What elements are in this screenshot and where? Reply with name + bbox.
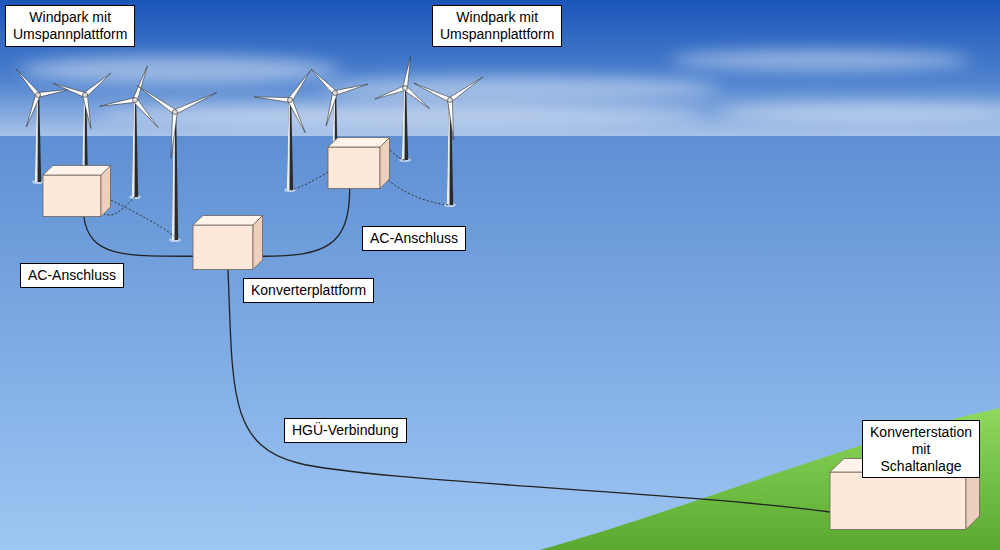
converter-station: Konverterstation mit Schaltanlage	[830, 458, 980, 530]
coast-land	[540, 408, 1000, 550]
cube-front	[193, 225, 253, 270]
rotor-blade	[311, 69, 337, 95]
cube-front	[328, 147, 380, 189]
rotor-hub	[133, 98, 138, 103]
rotor-blade	[53, 83, 86, 97]
cube-top	[193, 216, 263, 226]
hvdc-cable	[228, 270, 830, 512]
cube-side	[380, 138, 390, 189]
turbine-tower	[447, 100, 453, 205]
rotor-blade	[83, 73, 111, 97]
turbine-tower	[35, 95, 41, 182]
rotor-blade	[16, 69, 40, 97]
array-cable	[291, 172, 328, 190]
wind-turbine	[414, 77, 483, 207]
array-cables	[100, 150, 450, 236]
rotor-blade	[254, 97, 290, 103]
ac-cable	[263, 189, 350, 256]
sea	[0, 136, 1000, 550]
tower-highlight	[287, 100, 290, 190]
node-label: Windpark mit Umspannplattform	[5, 5, 135, 47]
wind-turbines	[16, 56, 483, 242]
rotor-hub	[403, 86, 408, 91]
rotor-blade	[449, 77, 483, 102]
cube-top	[43, 166, 111, 176]
array-cable	[388, 180, 450, 205]
edge-label: AC-Anschluss	[20, 263, 124, 288]
wind-turbine	[254, 71, 311, 192]
platform-cube	[193, 215, 263, 270]
rotor-blade	[403, 56, 411, 88]
node-label: Konverterplattform	[243, 278, 374, 303]
edge-label: HGÜ-Verbindung	[284, 418, 407, 443]
rotor-hub	[173, 110, 178, 115]
rotor-blade	[288, 99, 305, 133]
rotor-blade	[171, 112, 177, 158]
turbine-tower	[402, 88, 408, 160]
array-cable	[390, 150, 405, 160]
rotor-blade	[448, 100, 454, 140]
rotor-blade	[133, 98, 158, 127]
rotor-blade	[100, 98, 136, 107]
node-label: Konverterstation mit Schaltanlage	[862, 420, 980, 478]
cube-front	[43, 175, 101, 217]
rotor-blade	[326, 92, 337, 125]
tower-highlight	[402, 88, 405, 160]
tower-highlight	[132, 100, 135, 197]
rotor-blade	[375, 86, 406, 99]
offshore-platform: Konverterplattform	[193, 215, 263, 270]
rotor-blade	[83, 95, 91, 129]
rotor-blade	[137, 86, 176, 114]
cube-side	[253, 216, 263, 270]
clouds	[20, 50, 1000, 125]
node-label: Windpark mit Umspannplattform	[432, 5, 562, 47]
tower-highlight	[447, 100, 450, 205]
rotor-blade	[38, 89, 72, 97]
rotor-blade	[133, 66, 148, 101]
offshore-platform: Windpark mit Umspannplattform	[328, 137, 390, 189]
turbine-tower	[172, 112, 178, 240]
ac-cable	[84, 217, 193, 256]
rotor-hub	[333, 91, 338, 96]
turbine-tower	[287, 100, 293, 190]
tower-highlight	[35, 95, 38, 182]
turbine-tower	[132, 100, 138, 197]
platform-cube	[43, 165, 111, 217]
platform-cube	[328, 137, 390, 189]
rotor-blade	[26, 94, 40, 127]
cube-side	[101, 166, 111, 217]
rotor-hub	[288, 98, 293, 103]
rotor-hub	[36, 93, 41, 98]
cube-top	[328, 138, 390, 148]
rotor-blade	[288, 71, 311, 102]
rotor-blade	[334, 84, 367, 95]
rotor-hub	[83, 93, 88, 98]
rotor-blade	[174, 93, 217, 115]
edge-label: AC-Anschluss	[362, 226, 466, 251]
rotor-hub	[448, 98, 453, 103]
offshore-platform: Windpark mit Umspannplattform	[43, 165, 111, 217]
cube-front	[830, 472, 966, 530]
array-cable	[111, 200, 174, 236]
rotor-blade	[414, 83, 451, 102]
